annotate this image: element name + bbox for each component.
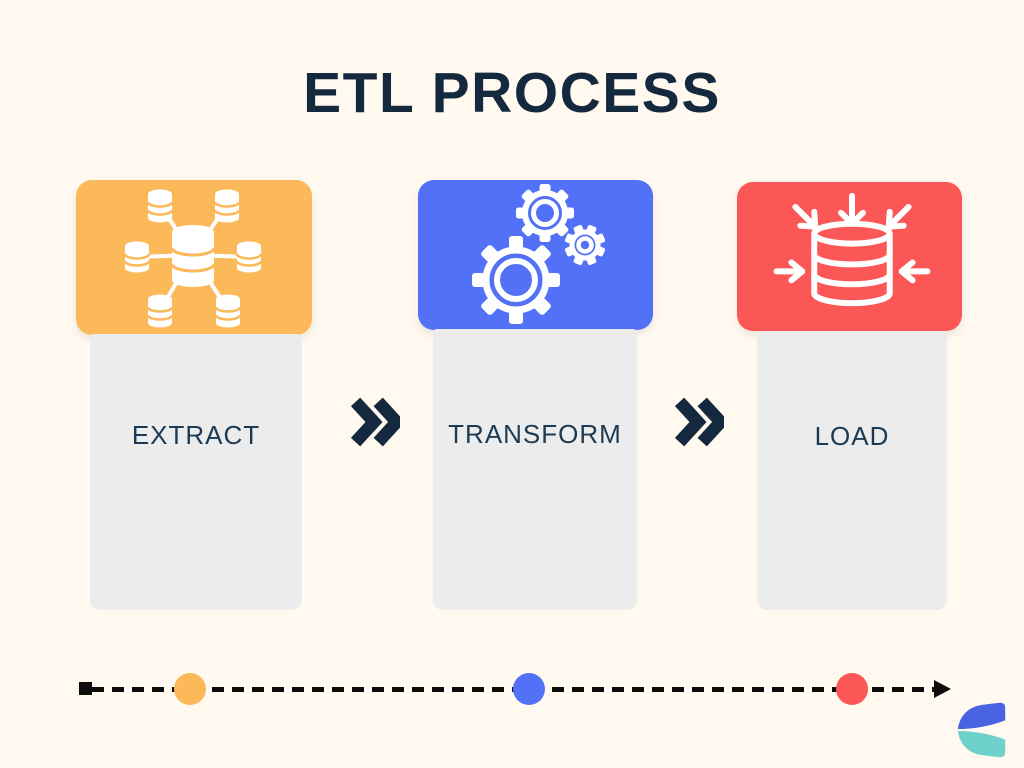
load-card-body: LOAD — [757, 331, 947, 610]
transform-card-header — [418, 180, 653, 330]
timeline-dot-transform — [513, 673, 545, 705]
transform-label: TRANSFORM — [448, 419, 622, 449]
timeline-dot-load — [836, 673, 868, 705]
extract-card-header — [76, 180, 312, 335]
page-title: ETL PROCESS — [303, 61, 721, 125]
double-chevron-right-icon — [350, 397, 400, 447]
extract-label: EXTRACT — [131, 420, 261, 450]
double-chevron-right-icon — [674, 397, 724, 447]
database-import-icon — [773, 192, 931, 307]
transform-card-body: TRANSFORM — [433, 329, 637, 610]
load-label: LOAD — [814, 421, 890, 451]
timeline-start-square — [79, 682, 92, 695]
timeline-dot-extract — [174, 673, 206, 705]
database-network-icon — [123, 189, 263, 328]
brand-logo — [957, 702, 1006, 758]
gears-icon — [472, 184, 606, 324]
timeline-arrow-right-icon — [934, 680, 951, 698]
extract-card-body: EXTRACT — [90, 334, 302, 610]
load-card-header — [737, 182, 962, 331]
